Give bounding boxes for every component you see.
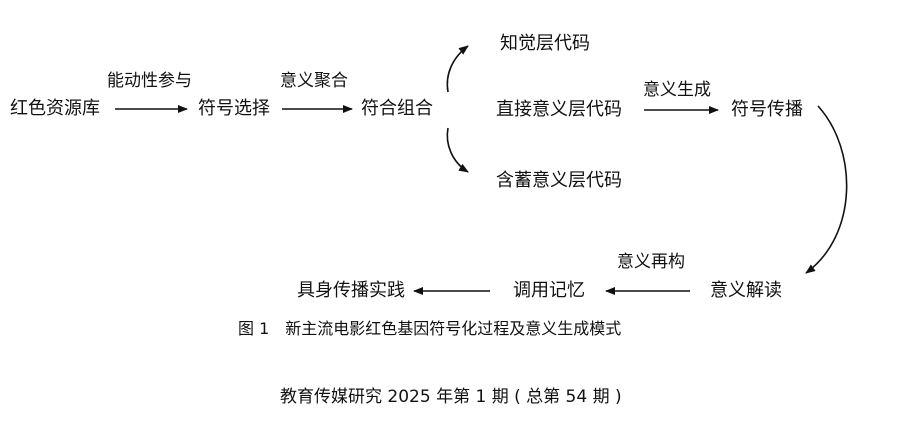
- edge-label-meaning-generation: 意义生成: [643, 80, 711, 100]
- edge-label-meaning-aggregation: 意义聚合: [280, 71, 348, 91]
- node-perceptual-layer-code: 知觉层代码: [500, 33, 590, 54]
- journal-footer: 教育传媒研究 2025 年第 1 期 ( 总第 54 期 ): [280, 387, 622, 407]
- edge-label-meaning-reconstruction: 意义再构: [617, 252, 685, 272]
- arrow-dissemination-to-decoding: [805, 105, 848, 274]
- node-symbol-selection: 符号选择: [198, 98, 270, 119]
- node-connotative-layer-code: 含蓄意义层代码: [496, 170, 622, 191]
- figure-caption: 图 1 新主流电影红色基因符号化过程及意义生成模式: [238, 319, 622, 338]
- node-symbol-combination: 符合组合: [361, 98, 433, 119]
- arrow-combination-to-perceptual: [446, 45, 469, 93]
- node-red-gene-library: 红色资源库: [10, 98, 100, 119]
- node-embodied-dissemination-practice: 具身传播实践: [297, 280, 405, 301]
- node-meaning-decoding: 意义解读: [710, 280, 782, 301]
- node-symbol-dissemination: 符号传播: [731, 99, 803, 120]
- node-denotative-layer-code: 直接意义层代码: [496, 99, 622, 120]
- node-memory-invocation: 调用记忆: [513, 280, 585, 301]
- edge-label-active-participation: 能动性参与: [107, 71, 192, 91]
- arrow-combination-to-connotative: [446, 127, 469, 173]
